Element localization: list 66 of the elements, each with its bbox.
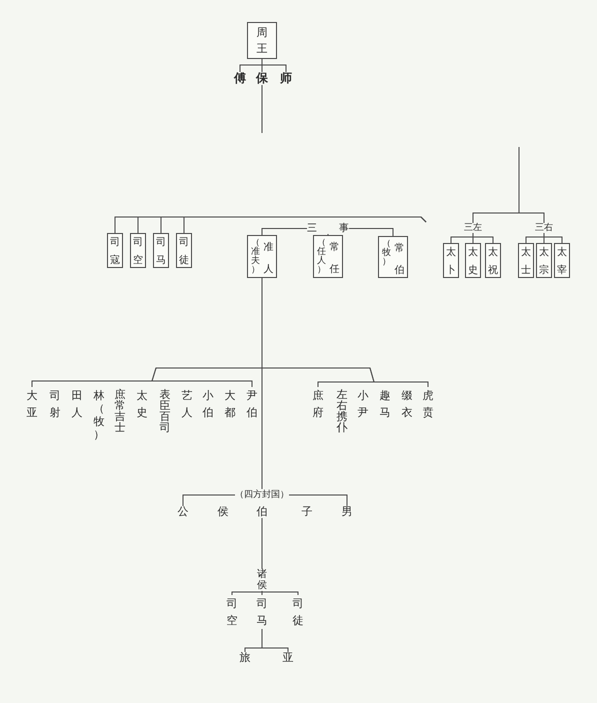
node-label: 诸侯 — [256, 569, 268, 591]
vertical-text: （准夫） — [250, 239, 260, 275]
node-box: 太卜 — [443, 243, 459, 278]
node-label: 庶常吉士 — [114, 389, 126, 433]
node-label: 太史 — [136, 387, 148, 421]
vertical-text: 常伯 — [394, 242, 405, 278]
node-box: 太宗 — [536, 243, 552, 278]
node-box: 司寇 — [107, 233, 123, 268]
connector-line — [262, 590, 298, 596]
node-box — [247, 235, 277, 278]
connector-line — [262, 628, 288, 652]
node-label: 亚 — [282, 652, 294, 664]
node-label: 大都 — [224, 387, 236, 421]
node-label: 尹伯 — [246, 387, 258, 421]
node-label: 表臣百司 — [159, 389, 171, 433]
node-label: 艺人 — [181, 387, 193, 421]
node-label: 师 — [280, 72, 292, 85]
node-box: 司空 — [130, 233, 146, 268]
node-box: 周王 — [247, 22, 277, 59]
node-label: 保 — [256, 72, 268, 85]
node-label: 左右携仆 — [336, 389, 348, 433]
node-label: 子 — [301, 506, 313, 518]
connector-line — [262, 58, 286, 72]
node-label: 小伯 — [202, 387, 214, 421]
node-label: 侯 — [217, 506, 229, 518]
node-label: 林（牧） — [93, 389, 105, 441]
node-label: 傅 — [234, 72, 246, 85]
node-box: 司马 — [153, 233, 169, 268]
node-box — [378, 236, 408, 278]
node-box: 太祝 — [485, 243, 501, 278]
vertical-text: （任人） — [316, 239, 326, 275]
node-label: 伯 — [256, 506, 268, 518]
connector-line — [348, 228, 394, 236]
group-heading: 三右 — [535, 223, 553, 233]
vertical-text: 常任 — [328, 240, 340, 277]
connector-line — [232, 590, 262, 596]
connector-line — [262, 228, 308, 236]
node-label: 趣马 — [379, 387, 391, 421]
node-box: 太士 — [518, 243, 534, 278]
node-label: 男 — [341, 506, 353, 518]
node-label: 司射 — [49, 387, 61, 421]
node-label: 虎贲 — [422, 387, 434, 421]
node-label: 大亚 — [26, 387, 38, 421]
node-label: 公 — [177, 506, 189, 518]
node-label: 司徒 — [292, 595, 304, 629]
group-heading: 三左 — [464, 223, 482, 233]
vertical-text: 准人 — [262, 240, 274, 277]
node-label: 田人 — [71, 387, 83, 421]
node-label: 小尹 — [357, 387, 369, 421]
group-heading: （四方封国） — [235, 489, 289, 501]
node-label: 缀衣 — [401, 387, 413, 421]
node-label: 庶府 — [312, 387, 324, 421]
connector-line — [518, 146, 544, 224]
connector-line — [182, 494, 236, 506]
node-box — [313, 235, 343, 278]
node-box: 太史 — [465, 243, 481, 278]
node-label: 司空 — [226, 595, 238, 629]
connector-line — [472, 232, 494, 244]
node-box: 司徒 — [176, 233, 192, 268]
node-label: 旅 — [239, 652, 251, 664]
group-heading: 三事 — [307, 223, 349, 234]
vertical-text: （牧） — [381, 240, 392, 267]
connector-line — [262, 278, 428, 388]
node-box: 太宰 — [554, 243, 570, 278]
connector-line — [288, 494, 348, 506]
node-label: 司马 — [256, 595, 268, 629]
